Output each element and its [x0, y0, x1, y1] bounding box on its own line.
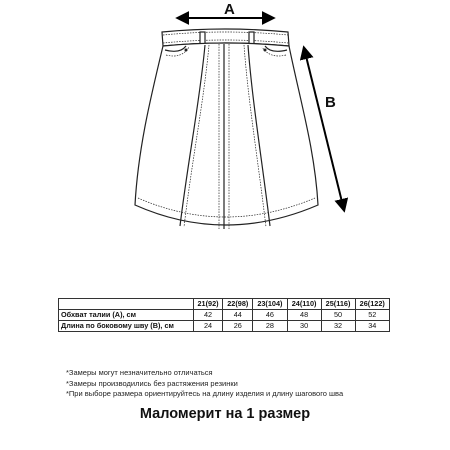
table-cell: 26: [222, 320, 254, 332]
size-header-26: 26(122): [354, 298, 391, 310]
table-row: Длина по боковому шву (В), см 24 26 28 3…: [58, 320, 391, 332]
table-cell: 48: [286, 309, 322, 321]
table-cell: 44: [222, 309, 254, 321]
table-cell: 46: [252, 309, 288, 321]
notes: *Замеры могут незначительно отличаться *…: [66, 368, 343, 400]
note-item: *При выборе размера ориентируйтесь на дл…: [66, 389, 344, 398]
side-length-arrow: [299, 45, 349, 213]
table-cell: 32: [320, 320, 356, 332]
table-cell: 52: [354, 309, 391, 321]
size-header-22: 22(98): [222, 298, 254, 310]
size-header-24: 24(110): [286, 298, 322, 310]
label-a: A: [224, 1, 235, 18]
size-header-25: 25(116): [320, 298, 356, 310]
table-cell: 34: [354, 320, 391, 332]
footer-note: Маломерит на 1 размер: [139, 406, 311, 422]
size-table: 21(92) 22(98) 23(104) 24(110) 25(116) 26…: [58, 298, 391, 332]
note-item: *Замеры производились без растяжения рез…: [66, 378, 238, 388]
table-cell: 24: [192, 320, 224, 332]
table-cell: 50: [320, 309, 356, 321]
size-header-corner: [58, 298, 194, 310]
table-cell: 30: [286, 320, 322, 332]
table-row: Обхват талии (А), см 42 44 46 48 50 52: [58, 309, 391, 321]
table-cell: 42: [192, 309, 224, 321]
skirt-outline: [134, 28, 319, 229]
note-item: *Замеры могут незначительно отличаться: [66, 368, 213, 377]
row-label-waist: Обхват талии (А), см: [58, 309, 194, 321]
size-header-row: 21(92) 22(98) 23(104) 24(110) 25(116) 26…: [58, 298, 391, 310]
size-header-23: 23(104): [252, 298, 288, 310]
size-header-21: 21(92): [192, 298, 224, 310]
skirt-diagram: [134, 11, 349, 229]
row-label-side-length: Длина по боковому шву (В), см: [58, 320, 194, 332]
label-b: B: [325, 94, 336, 111]
table-cell: 28: [252, 320, 288, 332]
